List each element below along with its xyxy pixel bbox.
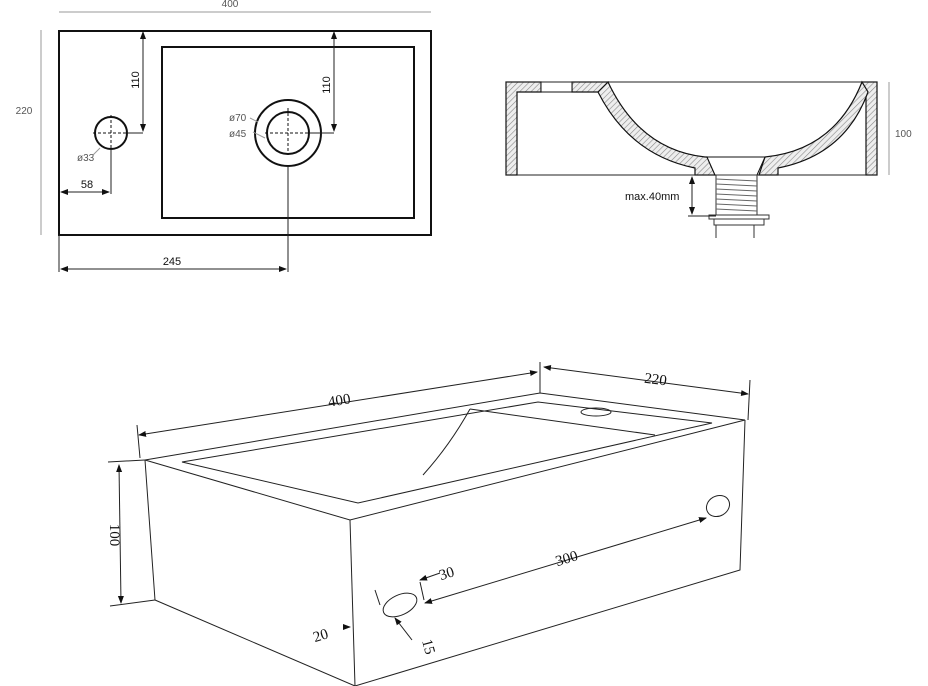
extension-line (747, 379, 751, 421)
left-wall-section (505, 81, 542, 176)
bowl-left-section (597, 80, 716, 176)
iso-width-dimension (138, 370, 538, 437)
extension-line (419, 581, 425, 601)
drain-outer-diameter-label: ø70 (229, 113, 247, 124)
front-edge (349, 519, 356, 686)
max-depth-label: max.40mm (625, 191, 679, 203)
leader-line (92, 147, 101, 156)
leader-line (249, 117, 259, 123)
iso-height-dimension (116, 464, 124, 604)
drain-inner-diameter-label: ø45 (229, 129, 247, 140)
body-outline (144, 419, 746, 686)
slot-width-arrow (419, 572, 441, 581)
basin-curve (422, 408, 471, 476)
tap-hole (580, 407, 612, 417)
slot-height-label: 15 (418, 638, 437, 657)
extension-line (136, 424, 141, 459)
top-depth-label: 220 (16, 106, 33, 117)
iso-depth-dimension (543, 364, 749, 397)
extension-line (374, 589, 381, 606)
overflow-slot (382, 592, 418, 618)
slot-bottom-label: 20 (311, 626, 330, 646)
drain-side-label: 245 (163, 256, 181, 268)
drain-offset-label: 110 (321, 76, 333, 94)
section-view: max.40mm 100 (505, 80, 912, 238)
sink-outline (58, 30, 432, 236)
slot-height-arrow (394, 617, 413, 641)
slot-width-label: 30 (437, 564, 456, 584)
tap-hole-diameter-label: ø33 (77, 153, 95, 164)
drain-pipe (708, 174, 770, 238)
drain-flange (706, 156, 766, 176)
section-height-label: 100 (895, 129, 912, 140)
tap-hole-section (540, 81, 573, 93)
overflow-spacing-label: 300 (554, 548, 580, 570)
top-face (144, 392, 746, 521)
extension-line (107, 459, 146, 463)
tap-offset-label: 110 (130, 71, 142, 89)
isometric-view (107, 362, 751, 686)
overflow-spacing-dimension (424, 517, 707, 604)
top-width-label: 400 (222, 0, 239, 10)
leader-line (252, 131, 266, 139)
top-view: 400 220 110 110 58 245 ø33 ø70 ø (16, 0, 432, 272)
iso-depth-label: 220 (643, 371, 667, 390)
basin-rim (181, 401, 713, 504)
iso-width-label: 400 (327, 391, 352, 410)
tap-side-label: 58 (81, 179, 93, 191)
iso-height-label: 100 (106, 524, 122, 547)
extension-line (109, 599, 156, 607)
overflow-hole-right (705, 494, 731, 518)
bowl-right-section (758, 80, 869, 176)
